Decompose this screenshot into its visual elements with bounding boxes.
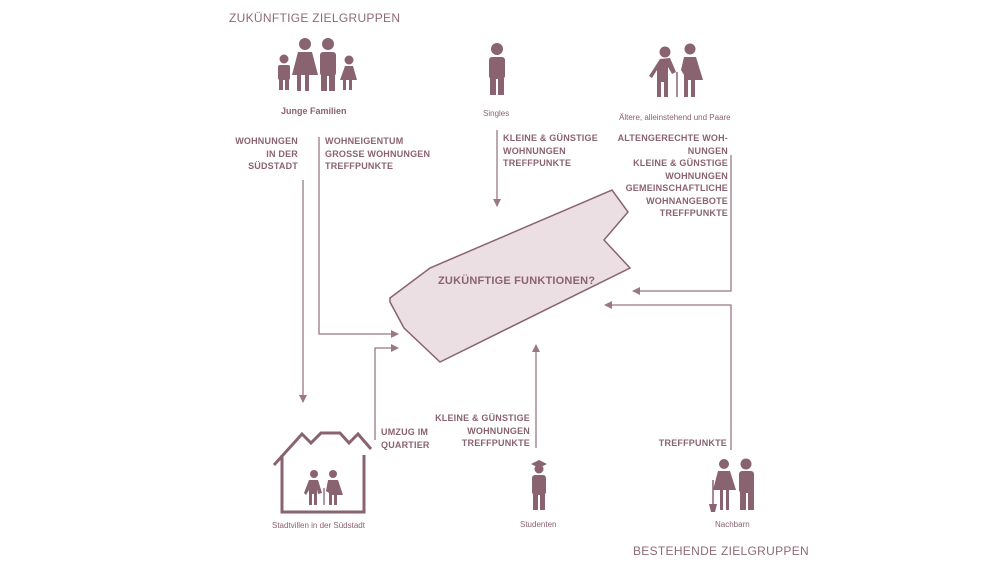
- flow-label-singles: KLEINE & GÜNSTIGE WOHNUNGEN TREFFPUNKTE: [503, 133, 598, 168]
- student-icon: [531, 460, 547, 510]
- flow-label-seniors: ALTENGERECHTE WOH- NUNGEN KLEINE & GÜNST…: [617, 133, 728, 218]
- arrow-seniors-to-center: [632, 155, 732, 295]
- group-label-families: Junge Familien: [281, 106, 347, 116]
- future-functions-title: ZUKÜNFTIGE FUNKTIONEN?: [438, 275, 596, 287]
- flow-label-students: KLEINE & GÜNSTIGE WOHNUNGEN TREFFPUNKTE: [435, 413, 530, 448]
- arrow-neighbours-to-center: [604, 301, 732, 450]
- flow-label-families-left: WOHNUNGEN IN DER SÜDSTADT: [235, 136, 298, 171]
- family-icon: [278, 38, 357, 91]
- flow-label-neighbours: TREFFPUNKTE: [658, 438, 727, 448]
- house-icon: [272, 431, 373, 514]
- future-functions-shape: [389, 189, 632, 363]
- group-label-singles: Singles: [483, 109, 510, 118]
- seniors-icon: [649, 43, 703, 97]
- single-person-icon: [489, 43, 505, 95]
- arrow-families-to-center: [318, 137, 399, 338]
- group-label-seniors: Ältere, alleinstehend und Paare: [619, 113, 731, 122]
- group-label-students: Studenten: [520, 520, 557, 529]
- future-target-groups-heading: ZUKÜNFTIGE ZIELGRUPPEN: [229, 11, 401, 25]
- group-label-villas: Stadtvillen in der Südstadt: [272, 521, 365, 530]
- flow-label-families-right: WOHNEIGENTUM GROSSE WOHNUNGEN TREFFPUNKT…: [325, 136, 431, 171]
- group-label-neighbours: Nachbarn: [715, 520, 750, 529]
- existing-target-groups-heading: BESTEHENDE ZIELGRUPPEN: [633, 544, 809, 558]
- arrow-villas-to-center: [374, 344, 399, 440]
- flow-label-villas: UMZUG IM QUARTIER: [381, 427, 430, 450]
- neighbours-icon: [709, 458, 754, 512]
